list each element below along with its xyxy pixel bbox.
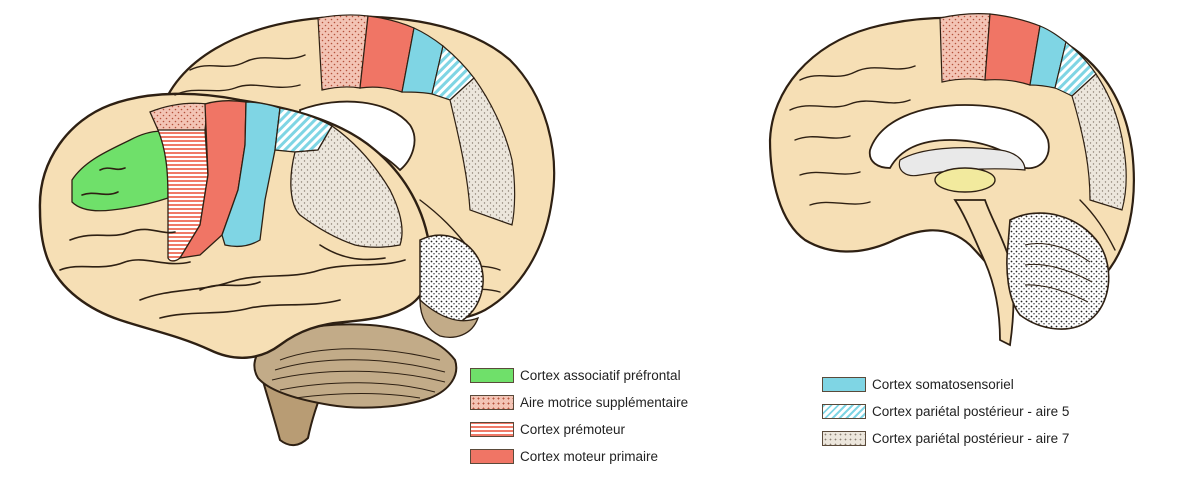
legend-label-parietal7: Cortex pariétal postérieur - aire 7 — [872, 431, 1069, 446]
right-sma-region — [940, 14, 990, 82]
legend-label-motor: Cortex moteur primaire — [520, 449, 658, 464]
legend-label-somatosensory: Cortex somatosensoriel — [872, 377, 1014, 392]
legend-item-premotor: Cortex prémoteur — [470, 416, 688, 443]
legend-label-prefrontal: Cortex associatif préfrontal — [520, 368, 681, 383]
legend-label-premotor: Cortex prémoteur — [520, 422, 625, 437]
premotor-swatch — [470, 422, 514, 437]
parietal5-swatch — [822, 404, 866, 419]
legend-label-parietal5: Cortex pariétal postérieur - aire 5 — [872, 404, 1069, 419]
legend-item-prefrontal: Cortex associatif préfrontal — [470, 362, 688, 389]
thalamus — [935, 168, 995, 192]
somatosensory-swatch — [822, 377, 866, 392]
medial-brain-view — [770, 14, 1134, 345]
legend-item-motor: Cortex moteur primaire — [470, 443, 688, 470]
legend-left: Cortex associatif préfrontal Aire motric… — [470, 362, 688, 470]
legend-item-parietal7: Cortex pariétal postérieur - aire 7 — [822, 425, 1069, 452]
legend-item-parietal5: Cortex pariétal postérieur - aire 5 — [822, 398, 1069, 425]
prefrontal-swatch — [470, 368, 514, 383]
legend-label-sma: Aire motrice supplémentaire — [520, 395, 688, 410]
legend-item-somatosensory: Cortex somatosensoriel — [822, 371, 1069, 398]
motor-swatch — [470, 449, 514, 464]
legend-right: Cortex somatosensoriel Cortex pariétal p… — [822, 371, 1069, 452]
legend-item-sma: Aire motrice supplémentaire — [470, 389, 688, 416]
parietal7-swatch — [822, 431, 866, 446]
sma-swatch — [470, 395, 514, 410]
